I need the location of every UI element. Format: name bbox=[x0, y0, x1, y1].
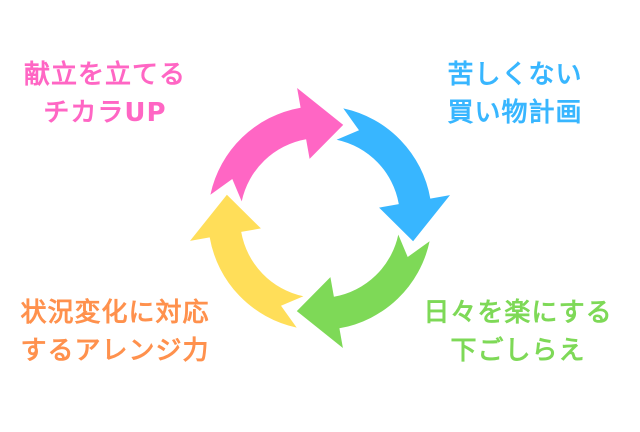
label-prep: 日々を楽にする 下ごしらえ bbox=[413, 294, 623, 370]
green-arrow bbox=[296, 234, 430, 348]
label-line1: 献立を立てる bbox=[23, 60, 186, 90]
label-line2: チカラUP bbox=[43, 98, 167, 128]
label-menu-planning: 献立を立てる チカラUP bbox=[10, 56, 200, 132]
pink-arrow bbox=[210, 88, 344, 202]
label-line1: 日々を楽にする bbox=[423, 298, 613, 328]
label-shopping-plan: 苦しくない 買い物計画 bbox=[420, 56, 610, 132]
blue-arrow bbox=[336, 108, 450, 242]
label-line1: 状況変化に対応 bbox=[20, 298, 210, 328]
label-line1: 苦しくない bbox=[447, 60, 583, 90]
label-line2: 買い物計画 bbox=[447, 98, 583, 128]
label-line2: するアレンジ力 bbox=[20, 336, 210, 366]
label-line2: 下ごしらえ bbox=[450, 336, 586, 366]
label-arrange: 状況変化に対応 するアレンジ力 bbox=[10, 294, 220, 370]
yellow-arrow bbox=[190, 194, 304, 328]
